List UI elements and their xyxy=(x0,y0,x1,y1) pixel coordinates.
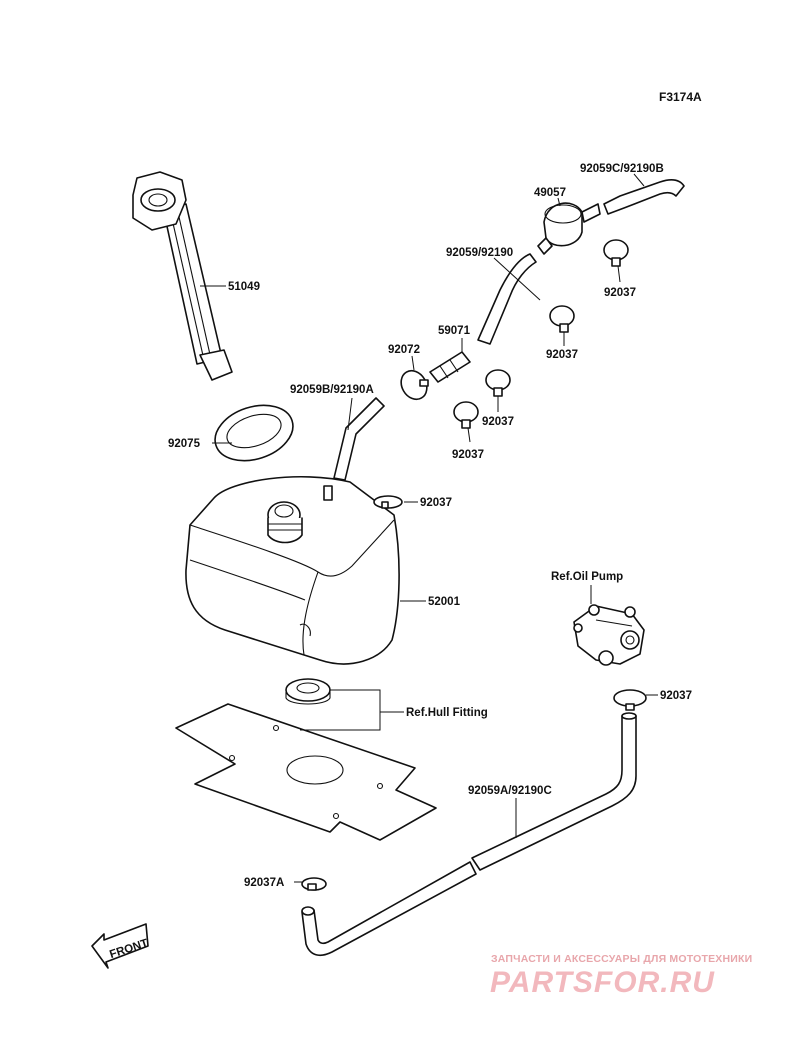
hose-92059B-92190A[interactable] xyxy=(333,397,385,481)
clamp-92072[interactable] xyxy=(396,366,432,404)
label-52001: 52001 xyxy=(428,596,461,608)
clamp-92037-tank[interactable] xyxy=(373,495,403,509)
filler-cap-gauge-51049[interactable] xyxy=(132,171,233,381)
label-92037A: 92037A xyxy=(244,877,284,889)
watermark-brand: PARTSFOR.RU xyxy=(490,966,715,999)
label-92037-tank: 92037 xyxy=(420,497,452,509)
watermark: ЗАПЧАСТИ И АКСЕССУАРЫ ДЛЯ МОТОТЕХНИКИ PA… xyxy=(490,953,752,999)
label-92037-lower: 92037 xyxy=(452,449,484,461)
oil-tank-52001[interactable] xyxy=(185,475,400,665)
label-ref-oil-pump: Ref.Oil Pump xyxy=(551,571,623,583)
clamp-92037-pump[interactable] xyxy=(613,689,647,711)
label-92075: 92075 xyxy=(168,438,201,450)
joint-59071[interactable] xyxy=(429,351,471,383)
label-49057: 49057 xyxy=(534,187,566,199)
label-ref-hull-fitting: Ref.Hull Fitting xyxy=(406,707,488,719)
clamp-92037-top[interactable] xyxy=(603,239,629,267)
clamp-92037-mid-right[interactable] xyxy=(485,369,511,397)
label-92059A-92190C: 92059A/92190C xyxy=(468,785,552,797)
watermark-tagline: ЗАПЧАСТИ И АКСЕССУАРЫ ДЛЯ МОТОТЕХНИКИ xyxy=(491,953,752,965)
diagram-code: F3174A xyxy=(659,90,702,104)
label-92059C-92190B: 92059C/92190B xyxy=(580,163,664,175)
gasket-92075[interactable] xyxy=(208,396,300,470)
label-92037-top: 92037 xyxy=(604,287,636,299)
label-92072: 92072 xyxy=(388,344,420,356)
filter-49057[interactable] xyxy=(537,202,601,255)
hose-92059C-92190B[interactable] xyxy=(603,179,685,215)
hull-fitting-grommet[interactable] xyxy=(285,678,331,705)
front-direction-arrow: FRONT xyxy=(91,923,150,969)
label-59071: 59071 xyxy=(438,325,471,337)
label-92059B-92190A: 92059B/92190A xyxy=(290,384,374,396)
hull-fitting-plate[interactable] xyxy=(175,703,437,841)
hose-92059A-92190C[interactable] xyxy=(301,712,637,957)
hose-92059-92190[interactable] xyxy=(477,253,537,345)
label-92059-92190: 92059/92190 xyxy=(446,247,513,259)
clamp-92037A[interactable] xyxy=(301,877,327,891)
label-92037-hose: 92037 xyxy=(546,349,578,361)
label-92037-pump: 92037 xyxy=(660,690,692,702)
label-92037-mid: 92037 xyxy=(482,416,514,428)
clamp-92037-hose[interactable] xyxy=(549,305,575,333)
label-51049: 51049 xyxy=(228,281,260,293)
oil-pump-ref[interactable] xyxy=(573,604,645,666)
clamp-92037-mid-left[interactable] xyxy=(453,401,479,429)
